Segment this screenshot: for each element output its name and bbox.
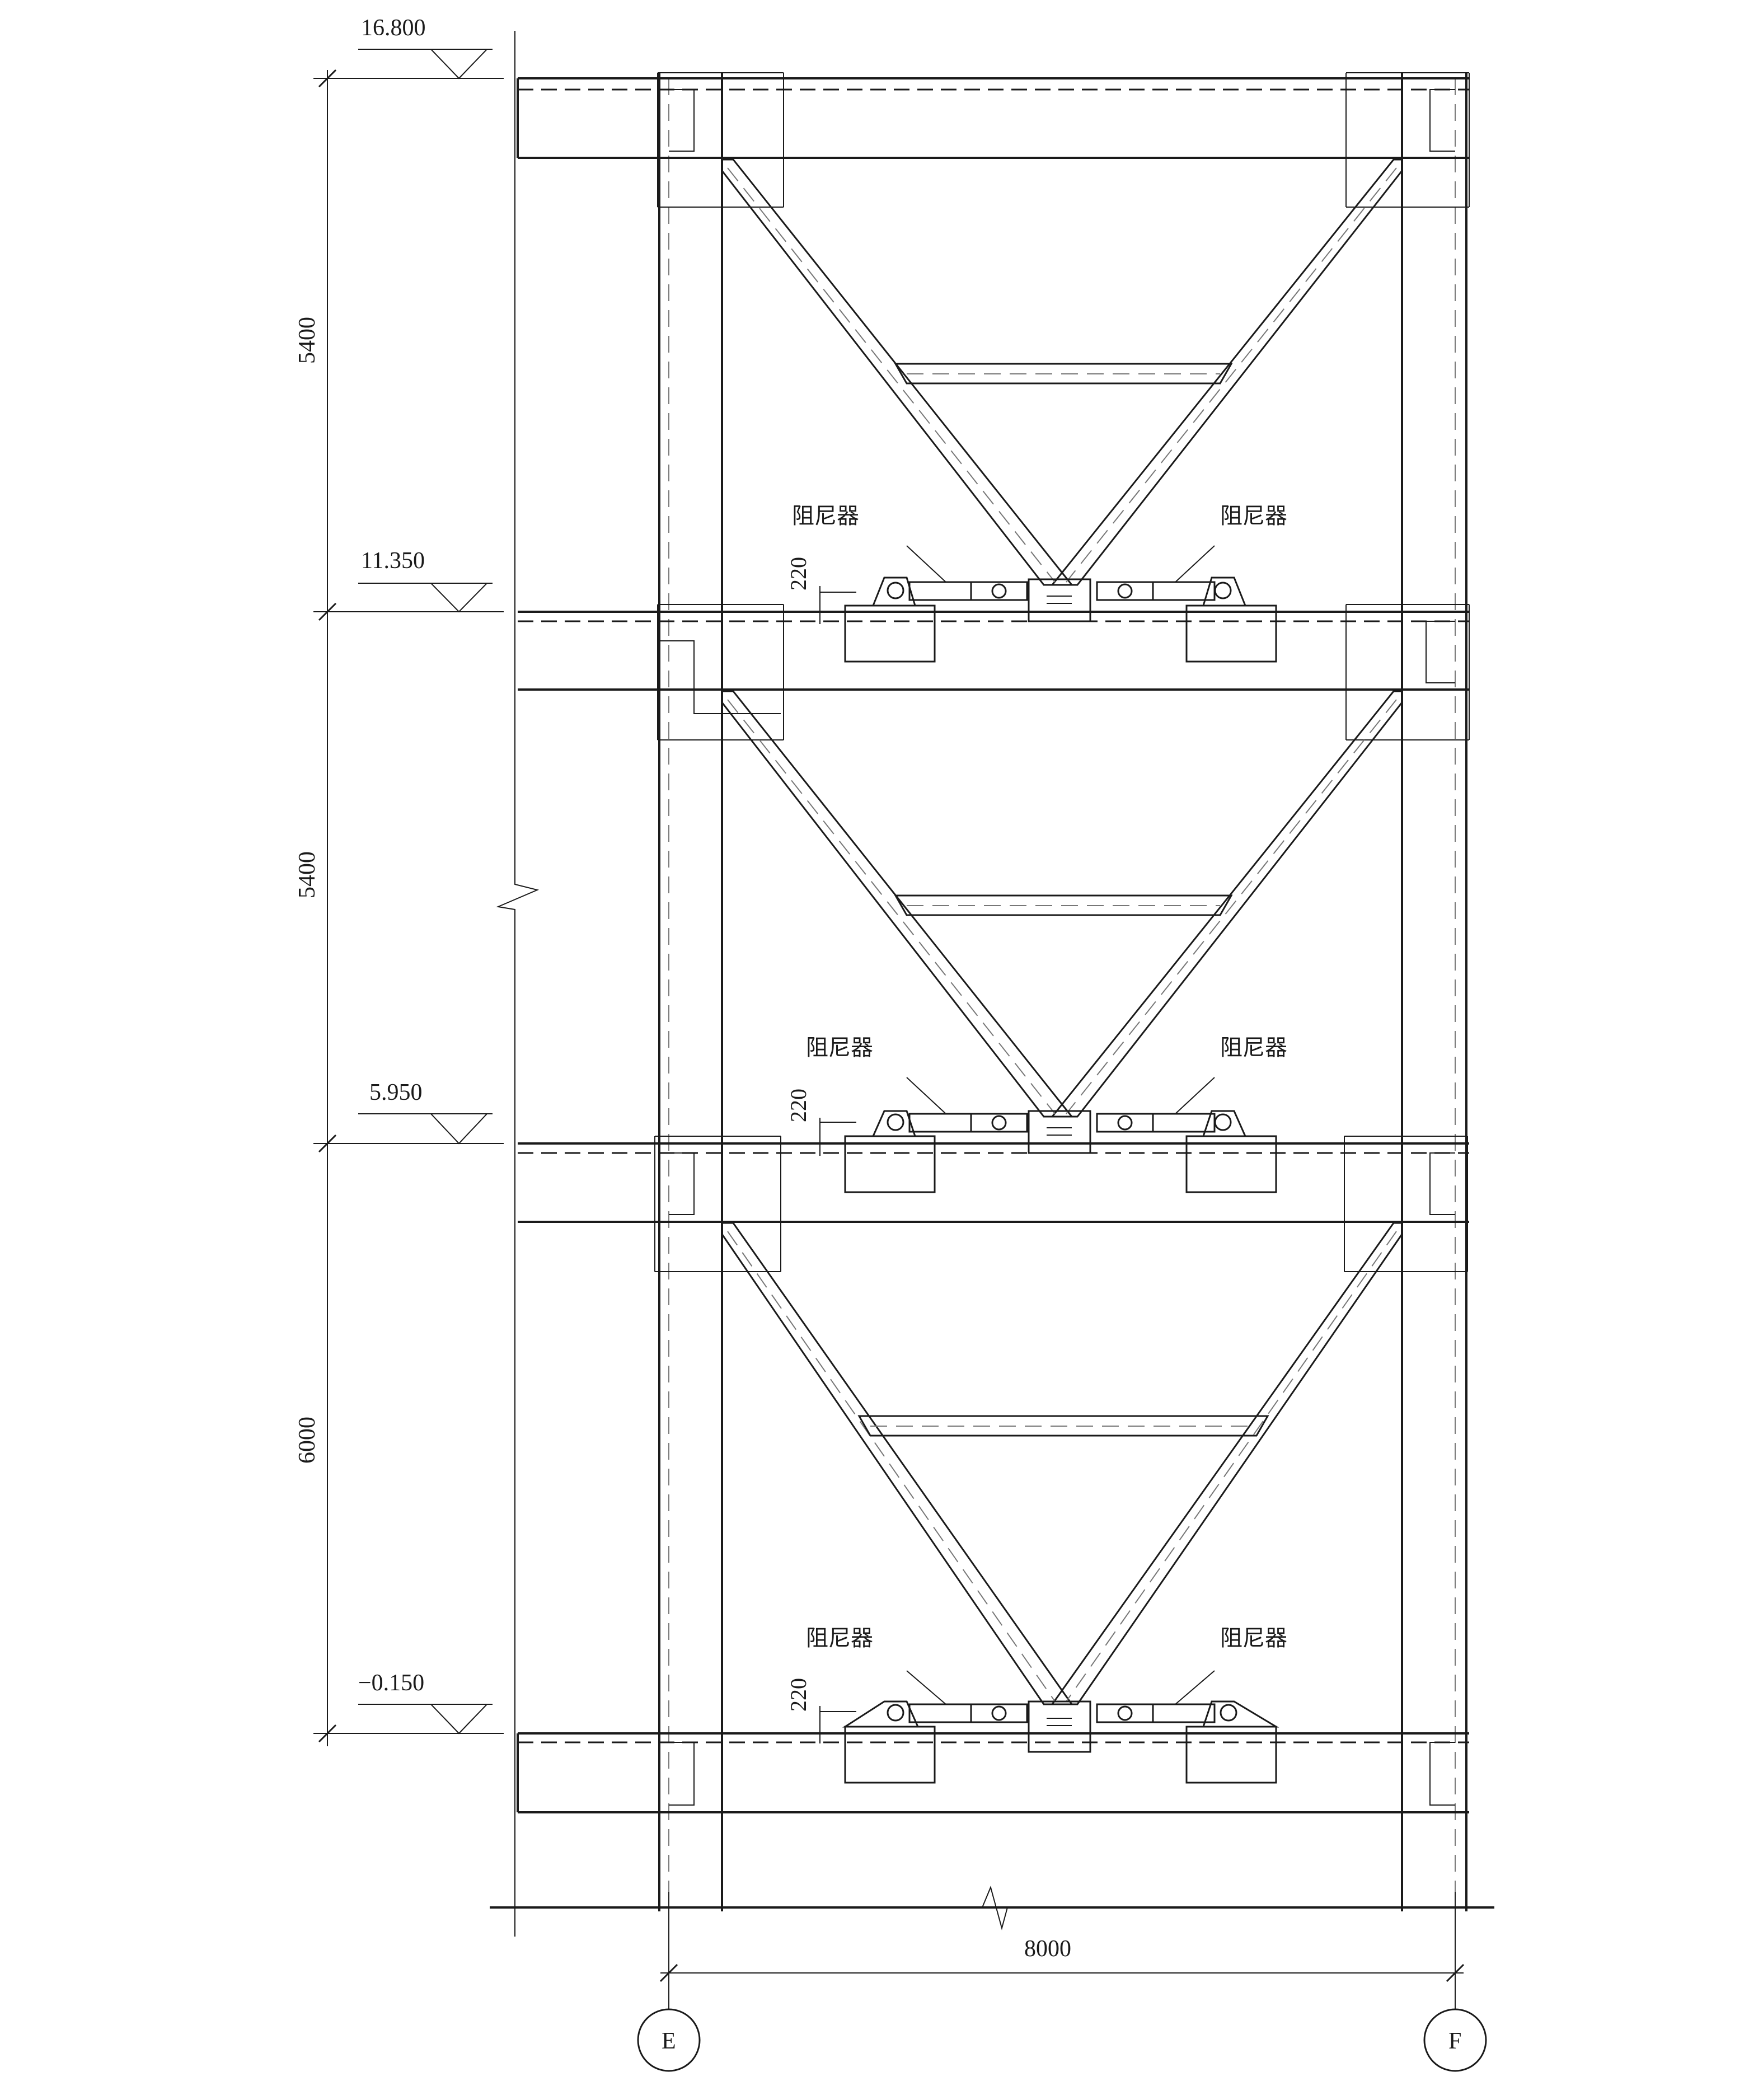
- story-height-2: 5400: [294, 851, 320, 898]
- damper-label-level2-left: 阻尼器: [806, 1035, 873, 1061]
- axis-bubble-f: [1423, 2008, 1487, 2072]
- damper-label-level3-right: 阻尼器: [1220, 503, 1287, 529]
- axis-bubble-e: [637, 2008, 701, 2072]
- damper-label-level1-left: 阻尼器: [806, 1625, 873, 1651]
- column-axis-e: [658, 73, 723, 1911]
- elevation-label-16800: 16.800: [361, 15, 426, 41]
- floor-beam-minus150: [490, 1732, 1494, 1909]
- damper-pair-level-3: [844, 576, 1277, 663]
- offset-dimension-level1: 220: [786, 1678, 811, 1712]
- elevation-marker-16800: [358, 49, 493, 79]
- axis-label-e: E: [662, 2028, 676, 2054]
- floor-beam-16800: [517, 72, 1470, 208]
- elevation-label-5950: 5.950: [369, 1080, 423, 1105]
- floor-beam-5950: [518, 1136, 1469, 1272]
- elevation-label-11350: 11.350: [361, 548, 425, 574]
- damper-label-level2-right: 阻尼器: [1220, 1035, 1287, 1061]
- damper-leader-lines: [906, 545, 1215, 1705]
- story-height-1: 6000: [294, 1417, 320, 1464]
- horizontal-dimension: [659, 1892, 1465, 2009]
- elevation-marker-11350: [358, 583, 493, 613]
- damper-label-level1-right: 阻尼器: [1220, 1625, 1287, 1651]
- chevron-brace-story-2: [721, 690, 1403, 1154]
- offset-dimension-level3: 220: [786, 557, 811, 590]
- left-break-line: [496, 31, 540, 1937]
- offset-dimension-marks: [819, 586, 856, 1743]
- elevation-marker-minus150: [358, 1704, 493, 1735]
- column-axis-f: [1401, 73, 1467, 1911]
- span-dimension-label: 8000: [1024, 1936, 1071, 1962]
- elevation-label-minus150: −0.150: [358, 1670, 424, 1696]
- bottom-break-line: [490, 1885, 1494, 1930]
- chevron-brace-story-1: [721, 1222, 1403, 1753]
- story-height-3: 5400: [294, 317, 320, 364]
- elevation-marker-5950: [358, 1113, 493, 1145]
- vertical-dimension-chain: [313, 69, 504, 1746]
- damper-pair-level-1: [842, 1700, 1279, 1784]
- damper-label-level3-left: 阻尼器: [792, 503, 859, 529]
- axis-label-f: F: [1448, 2028, 1461, 2054]
- floor-beam-11350: [518, 604, 1470, 740]
- chevron-brace-story-3: [721, 158, 1403, 622]
- offset-dimension-level2: 220: [786, 1089, 811, 1122]
- damper-pair-level-2: [844, 1110, 1277, 1193]
